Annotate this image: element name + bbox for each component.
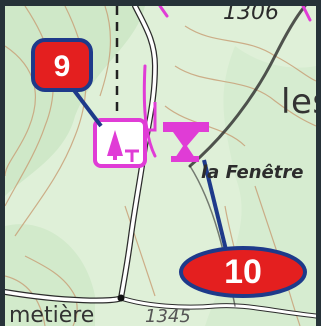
map-graphics xyxy=(5,6,316,326)
callout-9-badge xyxy=(31,38,93,92)
callout-10-number: 10 xyxy=(224,253,262,291)
callout-10-pointer xyxy=(202,159,229,255)
ski-lift-lines xyxy=(142,6,312,158)
place-label-les: les xyxy=(281,82,316,122)
poi-lift-icon xyxy=(163,122,209,162)
callout-9-number: 9 xyxy=(53,50,71,83)
topographic-map[interactable]: 1306 les la Fenêtre metière 1345 9 10 xyxy=(5,6,316,326)
place-label-fenetre: la Fenêtre xyxy=(201,162,304,183)
poi-building-icon xyxy=(93,102,157,168)
junction-point xyxy=(117,294,125,302)
place-label-cimetiere: metière xyxy=(9,303,95,326)
elevation-label-bottom: 1345 xyxy=(145,306,191,326)
road xyxy=(5,6,316,319)
callout-10-badge xyxy=(179,246,307,298)
elevation-label-top: 1306 xyxy=(223,6,279,25)
